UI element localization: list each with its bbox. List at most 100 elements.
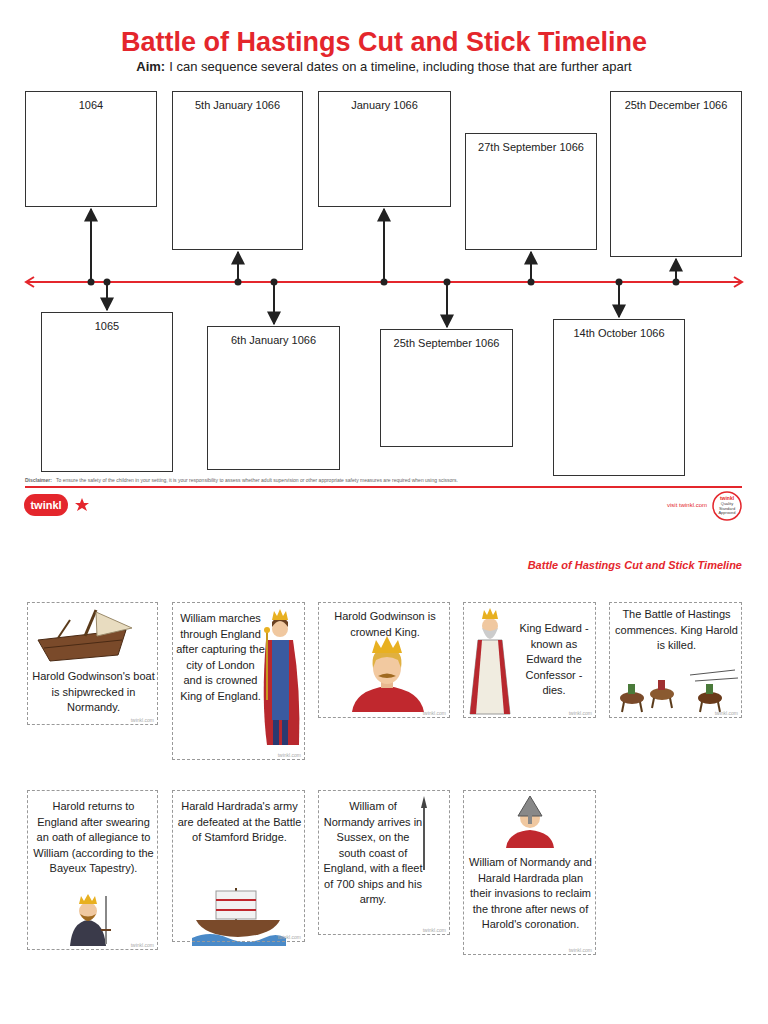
viking-ship-illustration xyxy=(216,891,256,919)
timeline-dots xyxy=(381,279,388,286)
battle-illustration xyxy=(620,670,738,712)
badge-text: Quality Standard Approved xyxy=(718,501,735,515)
viking-ship-illustration xyxy=(216,909,256,911)
event-text: Harold Godwinson is crowned King. xyxy=(323,609,447,640)
date-box: 27th September 1066 xyxy=(465,133,597,250)
watermark: twinkl.com xyxy=(715,710,738,716)
timeline-dots xyxy=(104,279,111,286)
date-label: January 1066 xyxy=(319,92,450,112)
event-card: Harold Godwinson is crowned King.twinkl.… xyxy=(318,602,450,718)
date-box: January 1066 xyxy=(318,91,451,207)
leader-arrows xyxy=(383,209,385,282)
harold-illustration xyxy=(352,686,424,712)
spear-illustration xyxy=(421,796,427,808)
date-label: 6th January 1066 xyxy=(208,327,339,347)
harold-sword-illustration xyxy=(70,894,111,946)
leader-arrows xyxy=(106,282,108,310)
logo-text-group: twinkl xyxy=(24,494,68,516)
spear-illustration xyxy=(423,806,425,870)
event-text: William marches through England after ca… xyxy=(176,611,265,704)
logo-shape xyxy=(75,498,89,511)
section-heading: Battle of Hastings Cut and Stick Timelin… xyxy=(528,559,742,571)
date-label: 5th January 1066 xyxy=(173,92,302,112)
shipwreck-illustration xyxy=(38,630,126,661)
harold-sword-illustration xyxy=(80,914,96,921)
badge-title-group: twinkl xyxy=(715,495,739,501)
edward-illustration xyxy=(470,608,510,714)
edward-illustration xyxy=(498,640,510,714)
event-card: William marches through England after ca… xyxy=(172,602,305,760)
timeline-dots xyxy=(444,279,451,286)
battle-illustration xyxy=(670,698,672,708)
logo-shape xyxy=(24,494,89,516)
shipwreck-illustration xyxy=(85,610,96,636)
date-box: 25th September 1066 xyxy=(380,329,513,447)
shipwreck-illustration xyxy=(38,610,132,661)
disclaimer: To ensure the safety of the children in … xyxy=(56,477,458,483)
event-card: King Edward - known as Edward the Confes… xyxy=(463,602,596,718)
date-box: 14th October 1066 xyxy=(553,319,685,476)
disclaimer-group: Disclaimer: To ensure the safety of the c… xyxy=(25,477,665,483)
footer-rule xyxy=(25,486,742,488)
event-text: William of Normandy and Harald Hardrada … xyxy=(468,855,593,933)
battle-illustration xyxy=(706,684,713,694)
event-text: Harold returns to England after swearing… xyxy=(32,799,155,877)
date-label: 14th October 1066 xyxy=(554,320,684,340)
aim-line: Aim: xyxy=(136,59,165,74)
harold-sword-illustration xyxy=(79,894,97,904)
watermark: twinkl.com xyxy=(131,717,154,723)
leader-arrows xyxy=(618,282,620,317)
watermark: twinkl.com xyxy=(569,947,592,953)
battle-illustration xyxy=(690,670,735,675)
disclaimer: Disclaimer: xyxy=(25,477,52,483)
leader-arrows xyxy=(446,282,448,327)
badge-text-group: Quality Standard Approved xyxy=(716,502,738,516)
event-text: The Battle of Hastings commences. King H… xyxy=(614,607,739,654)
date-box: 5th January 1066 xyxy=(172,91,303,250)
footer-rule xyxy=(25,487,742,488)
king-william-illustration xyxy=(272,640,289,720)
page-title: Battle of Hastings Cut and Stick Timelin… xyxy=(0,26,768,58)
soldier-illustration xyxy=(506,830,554,848)
battle-illustration xyxy=(652,698,654,708)
timeline-dots xyxy=(528,279,535,286)
king-william-illustration xyxy=(264,627,270,633)
date-box: 1064 xyxy=(25,91,157,207)
timeline-dots xyxy=(88,279,680,286)
edward-illustration xyxy=(470,640,482,714)
battle-illustration xyxy=(695,678,738,681)
event-card: Harold returns to England after swearing… xyxy=(27,790,158,950)
date-label: 1065 xyxy=(42,313,172,333)
battle-illustration xyxy=(628,684,635,694)
event-text: King Edward - known as Edward the Confes… xyxy=(514,621,594,699)
soldier-illustration xyxy=(506,796,554,848)
date-label: 25th September 1066 xyxy=(381,330,512,350)
timeline-axis xyxy=(734,277,742,287)
quality-badge xyxy=(713,492,741,520)
shipwreck-illustration xyxy=(58,620,70,638)
event-card: William of Normandy arrives in Sussex, o… xyxy=(318,790,450,935)
harold-sword-illustration xyxy=(79,902,97,920)
king-william-illustration xyxy=(273,720,279,745)
spear-illustration xyxy=(421,796,427,870)
harold-sword-illustration xyxy=(101,929,111,931)
event-card: Harold Godwinson's boat is shipwrecked i… xyxy=(27,602,158,725)
soldier-illustration xyxy=(518,796,542,816)
quality-badge xyxy=(713,492,741,520)
timeline-dots xyxy=(616,279,623,286)
date-label: 27th September 1066 xyxy=(466,134,596,154)
logo-text: twinkl xyxy=(30,499,61,511)
badge-title: twinkl xyxy=(720,495,734,501)
king-william-illustration xyxy=(264,640,300,745)
date-label: 1064 xyxy=(26,92,156,112)
event-text: William of Normandy arrives in Sussex, o… xyxy=(323,799,423,908)
viking-ship-illustration xyxy=(216,899,256,901)
king-william-illustration xyxy=(282,720,288,745)
harold-illustration xyxy=(378,674,396,679)
event-card: The Battle of Hastings commences. King H… xyxy=(609,602,742,718)
website-link: visit twinkl.com xyxy=(667,502,707,508)
leader-arrows xyxy=(273,282,275,324)
soldier-illustration xyxy=(528,814,532,824)
section-heading-group: Battle of Hastings Cut and Stick Timelin… xyxy=(380,558,742,572)
